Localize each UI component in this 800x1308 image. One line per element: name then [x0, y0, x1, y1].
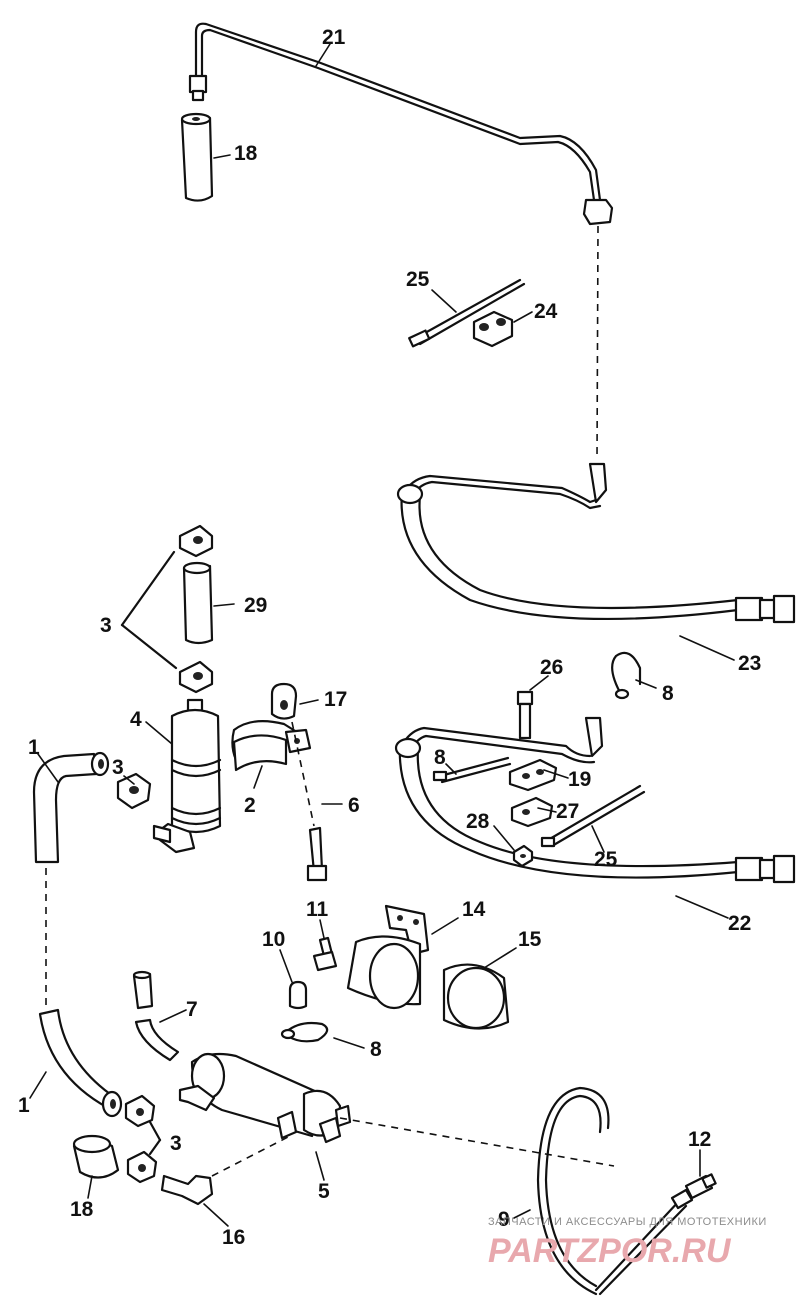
- sleeve-15: [442, 963, 510, 1030]
- tie-strap-25-mid: [540, 784, 646, 848]
- clamp-ring-8-top: [611, 651, 642, 700]
- callout-25-top: 25: [406, 268, 430, 291]
- callout-leaders: [29, 43, 735, 1227]
- screw-11: [312, 936, 338, 972]
- alignment-dash-pump: [211, 1135, 291, 1177]
- grommet-10: [288, 980, 308, 1010]
- callout-18-low: 18: [70, 1198, 94, 1221]
- bolt-26: [516, 690, 534, 740]
- callout-1-top: 1: [28, 736, 40, 759]
- callout-9: 9: [498, 1208, 510, 1231]
- fitting-12: [670, 1173, 717, 1210]
- callout-5: 5: [318, 1180, 330, 1203]
- callout-16: 16: [222, 1226, 245, 1249]
- callout-4: 4: [130, 708, 142, 731]
- callout-25-mid: 25: [594, 848, 618, 871]
- callout-17: 17: [324, 688, 347, 711]
- nut-28: [512, 844, 534, 868]
- callout-28: 28: [466, 810, 490, 833]
- callout-2: 2: [244, 794, 256, 817]
- callout-3-top: 3: [100, 614, 112, 637]
- callout-27: 27: [556, 800, 579, 823]
- hose-9: [536, 1086, 688, 1296]
- callout-10: 10: [262, 928, 285, 951]
- grommet-17: [270, 682, 298, 720]
- callout-6: 6: [348, 794, 360, 817]
- fuel-line-21: [188, 22, 614, 226]
- callout-26: 26: [540, 656, 563, 679]
- hose-elbow-1-low: [38, 1008, 123, 1118]
- callout-8-low: 8: [370, 1038, 382, 1061]
- clamps-3-low: [124, 1094, 162, 1184]
- screw-6: [291, 721, 328, 882]
- clamp-24: [472, 310, 514, 348]
- callout-23: 23: [738, 652, 761, 675]
- tie-strap-8-mid: [432, 756, 512, 784]
- fuel-filter-4: [152, 698, 222, 854]
- tie-strap-25-top: [408, 278, 526, 348]
- hose-assembly-23: [396, 462, 796, 624]
- callout-22: 22: [728, 912, 751, 935]
- callout-1-low: 1: [18, 1094, 30, 1117]
- watermark-caption: ЗАПЧАСТИ И АКСЕССУАРЫ ДЛЯ МОТОТЕХНИКИ: [488, 1216, 767, 1228]
- hose-7: [132, 970, 180, 1062]
- clamp-8-low: [280, 1021, 329, 1043]
- callout-29: 29: [244, 594, 267, 617]
- hose-clamps-and-hose-29: [120, 524, 214, 694]
- callout-8-mid: 8: [434, 746, 446, 769]
- callout-19: 19: [568, 768, 591, 791]
- alignment-dash-right: [339, 1117, 615, 1167]
- bracket-2: [231, 719, 312, 772]
- callout-24: 24: [534, 300, 558, 323]
- fuel-pump-5: [178, 1052, 352, 1144]
- callout-3-mid: 3: [112, 756, 124, 779]
- callout-14: 14: [462, 898, 486, 921]
- hose-18-top: [180, 112, 214, 202]
- clamp-halves-19: [508, 758, 558, 828]
- callout-8-top: 8: [662, 682, 674, 705]
- hose-elbow-1-top: [32, 751, 110, 864]
- callout-7: 7: [186, 998, 198, 1021]
- hose-18-low: [72, 1134, 120, 1179]
- callout-15: 15: [518, 928, 542, 951]
- watermark-logo: PARTZPOR.RU: [488, 1232, 732, 1270]
- elbow-fitting-16: [160, 1174, 214, 1206]
- bracket-14: [346, 904, 430, 1010]
- alignment-dash-top: [596, 225, 599, 461]
- callout-18-top: 18: [234, 142, 258, 165]
- callout-3-low: 3: [170, 1132, 182, 1155]
- hose-assembly-22: [394, 716, 796, 884]
- callout-11: 11: [306, 898, 329, 921]
- callout-21: 21: [322, 26, 346, 49]
- callout-12: 12: [688, 1128, 711, 1151]
- clamp-3-mid: [116, 772, 152, 810]
